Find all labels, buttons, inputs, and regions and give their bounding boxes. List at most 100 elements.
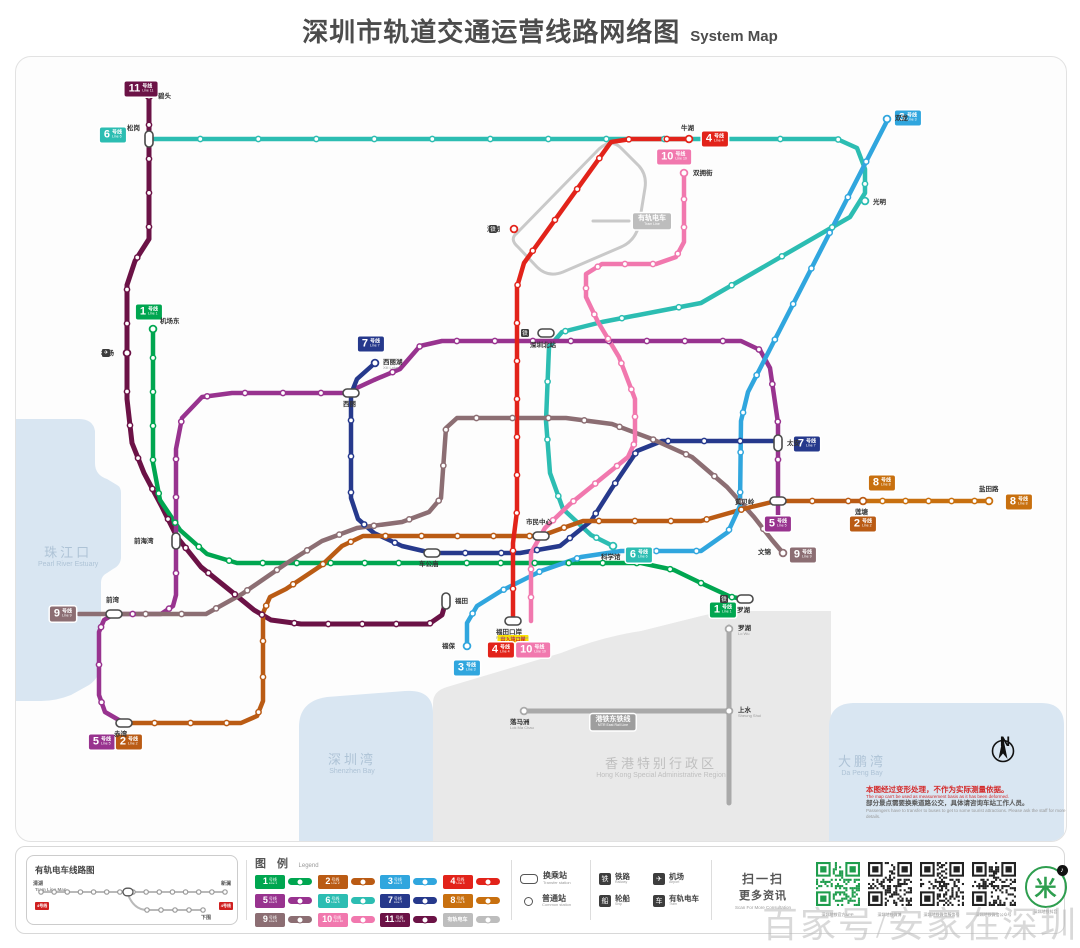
station-dot [473,414,480,422]
station-dot [774,418,782,426]
station-dot [728,593,736,601]
station-dot [663,135,671,143]
station-dot [172,569,180,577]
station-dot [312,135,320,143]
station-dot [241,389,249,397]
station-dot [680,195,688,203]
station-dot [347,417,355,424]
transfer-station-marker [504,616,522,626]
legend-line-sample [288,916,312,923]
legend-line-sample [413,916,437,923]
station-dot [145,189,153,197]
station-dot [293,559,301,567]
station-dot [643,337,651,345]
station-dot [725,526,733,534]
tram-icon: 车 [653,895,665,908]
station-dot [324,620,332,628]
qr-caption: 深圳地铁微信服务号 [923,912,960,917]
station-dot [231,590,239,598]
tram-map-title-cn: 有轨电车线路图 [35,865,95,875]
station-dot [776,135,784,143]
station-dot [203,392,211,400]
station-dot [149,422,157,430]
station-dot [544,135,552,143]
station-dot [279,389,287,397]
station-dot [145,155,153,163]
station-dot [428,135,436,143]
station-dot [573,555,581,562]
station-dot [711,472,718,480]
station-dot [592,510,600,517]
station-dot [755,346,763,353]
station-dot [123,320,131,327]
station-dot [544,436,551,443]
station-marker [144,91,154,101]
station-dot [594,263,602,271]
douyin-icon: ♪ [1056,864,1068,876]
station-dot [592,534,600,542]
station-dot [509,585,517,593]
station-dot [861,180,869,188]
station-dot [554,492,562,500]
station-marker [608,541,618,551]
page-title-en: System Map [690,28,778,45]
station-dot [155,490,163,497]
station-dot [573,185,581,193]
shenzhen-metro-logo-icon: 米♪ [1024,864,1068,908]
station-dot [631,517,639,525]
station-dot [680,223,688,231]
station-dot [664,437,672,445]
station-dot [736,437,744,445]
station-dot [223,719,230,727]
station-dot [649,436,657,443]
station-dot [514,281,521,289]
transfer-station-marker [171,532,181,550]
station-dot [513,357,521,365]
station-dot [195,543,203,551]
station-dot [319,560,327,568]
station-dot [536,568,543,576]
station-dot [613,462,621,470]
station-dot [435,497,443,505]
station-dot [618,314,626,322]
legend-line-sample [350,916,375,923]
station-dot [630,441,638,448]
pearl-river-estuary-shape [16,419,121,701]
transfer-station-marker [144,130,154,148]
metro-line-line7 [348,360,783,556]
station-dot [902,497,909,505]
station-dot [675,303,683,311]
station-dot [149,354,157,362]
station-dot [142,610,149,618]
station-dot [567,337,575,345]
station-dot [513,471,521,479]
qr-caption: 深圳地铁官方APP [821,912,854,917]
station-dot [771,336,779,343]
shenzhen-bay-shape [299,690,433,841]
station-dot [347,489,355,496]
station-dot [604,335,612,343]
station-dot [187,719,194,727]
station-dot [737,448,744,456]
station-dot [789,300,797,308]
station-dot [405,515,413,523]
station-dot [513,395,521,403]
station-dot [123,388,131,395]
tram-map-title-en: Tram Line Map [35,887,67,892]
legend-line-sample [475,878,500,885]
station-marker [724,706,734,716]
station-dot [616,423,623,431]
station-dot [618,359,625,367]
tram-interchange-badge-left: 4号线 [35,902,50,910]
station-dot [254,135,262,143]
legend-line-sample [413,878,437,885]
station-dot [509,547,517,555]
footer-bar: 有轨电车线路图 Tram Line Map 清湖 新澜 下围 4号线 4号线 图… [15,846,1068,934]
